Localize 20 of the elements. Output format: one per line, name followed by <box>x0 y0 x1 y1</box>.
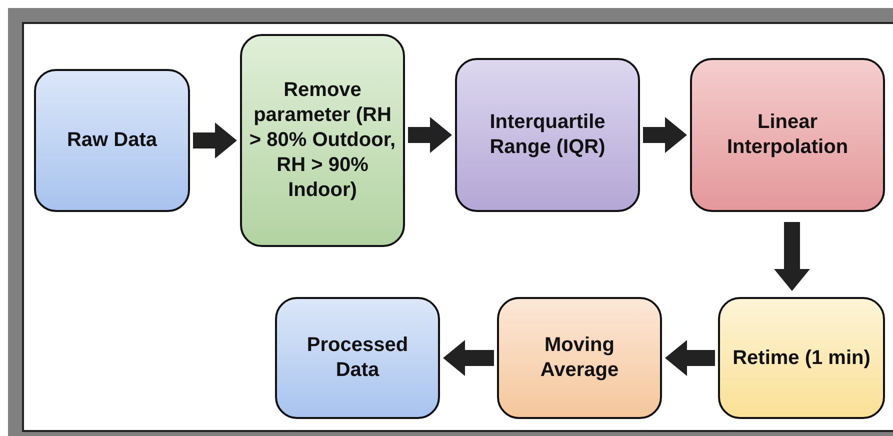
block-arrow <box>408 117 452 153</box>
process-box <box>718 297 885 419</box>
step-label: Processed Data <box>306 333 410 383</box>
process-box <box>275 297 440 419</box>
process-box <box>240 34 405 247</box>
block-arrow <box>443 340 494 376</box>
step-label: Remove parameter (RH > 80% Outdoor, RH > 90% Indoor) <box>248 78 397 203</box>
block-arrow <box>643 117 687 153</box>
block-arrow <box>665 340 715 376</box>
step-label: Retime (1 min) <box>732 346 870 370</box>
step-label: Linear Interpolation <box>726 110 850 160</box>
process-box <box>497 297 662 419</box>
process-box <box>455 58 640 212</box>
step-label: Moving Average <box>539 333 620 383</box>
block-arrow <box>193 122 237 158</box>
step-label: Raw Data <box>66 128 158 153</box>
process-box <box>690 58 885 212</box>
step-label: Interquartile Range (IQR) <box>488 110 606 160</box>
process-box <box>34 69 190 212</box>
block-arrow <box>774 222 810 291</box>
